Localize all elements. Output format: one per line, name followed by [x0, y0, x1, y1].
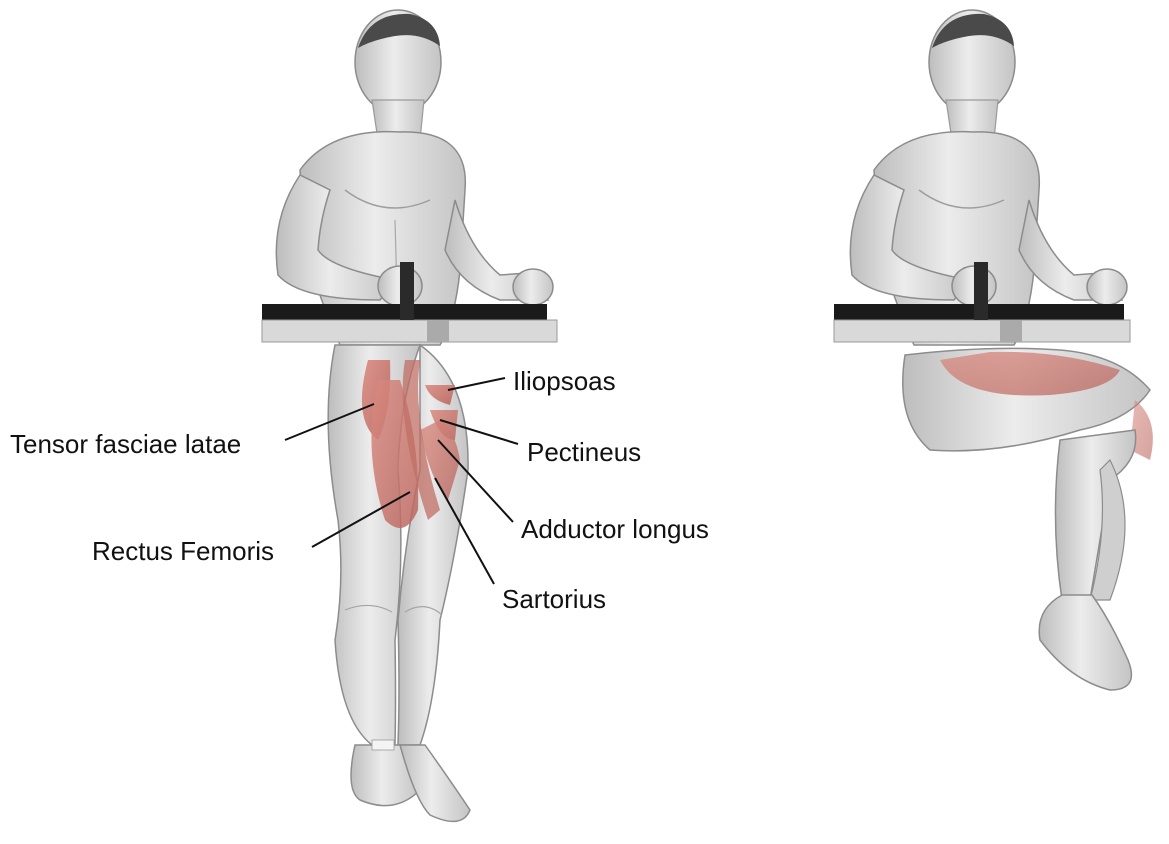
dip-bar-side	[834, 320, 1130, 342]
leader-iliopsoas	[448, 378, 505, 390]
figure-end-position	[834, 10, 1153, 690]
dip-bar-side	[262, 320, 557, 342]
figure-start-position	[262, 10, 557, 821]
label-adductor-longus: Adductor longus	[521, 514, 709, 544]
feet	[1039, 595, 1131, 690]
label-iliopsoas: Iliopsoas	[513, 366, 616, 396]
label-tensor-fasciae-latae: Tensor fasciae latae	[10, 429, 241, 459]
label-rectus-femoris: Rectus Femoris	[92, 536, 274, 566]
label-sartorius: Sartorius	[502, 584, 606, 614]
label-pectineus: Pectineus	[527, 437, 641, 467]
